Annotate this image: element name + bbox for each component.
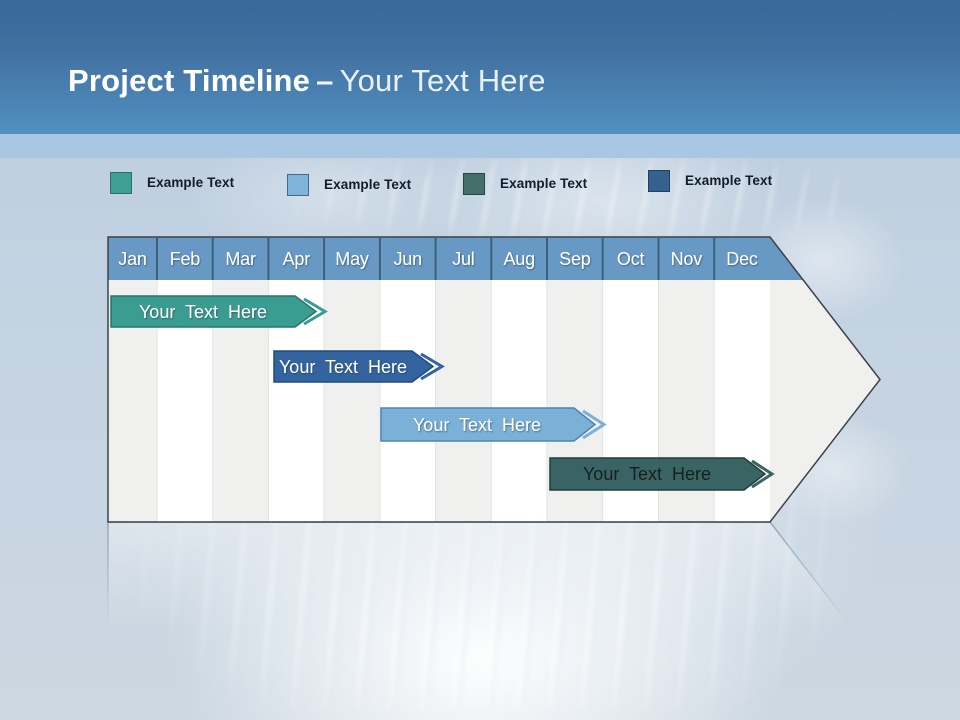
legend-label: Example Text [147,175,235,190]
month-label-jan: Jan [118,249,146,269]
task-bar-3-chevron [582,409,607,440]
legend-item-2[interactable]: Example Text [287,173,411,196]
chart-reflection [107,521,881,685]
month-label-nov: Nov [671,249,703,269]
month-label-mar: Mar [225,249,256,269]
title-bold-text: Project Timeline [68,63,311,98]
task-bar-3-label: Your Text Here [413,415,541,435]
month-label-sep: Sep [559,249,591,269]
task-bar-3[interactable]: Your Text Here [380,407,607,442]
legend-item-3[interactable]: Example Text [463,172,587,195]
title-placeholder-text: Your Text Here [339,63,546,98]
legend-item-4[interactable]: Example Text [648,169,772,192]
task-bar-1-shape[interactable] [110,295,318,328]
legend-swatch-darkblue [648,169,670,192]
task-bar-3-shape[interactable] [380,407,597,442]
task-bar-2-label: Your Text Here [279,357,407,377]
header-sub-band [0,134,960,158]
task-bar-4-label: Your Text Here [583,464,711,484]
month-label-may: May [335,249,369,269]
legend-label: Example Text [500,176,588,191]
task-bar-1-chevron [303,297,328,326]
month-header-band [108,237,880,280]
timeline-arrow-outline [107,236,881,523]
month-label-dec: Dec [726,249,758,269]
month-label-jun: Jun [393,249,421,269]
task-bar-2[interactable]: Your Text Here [273,350,445,383]
task-bar-4-shape[interactable] [549,457,767,491]
month-label-apr: Apr [283,249,311,269]
legend-label: Example Text [324,177,412,192]
title-separator: – [316,63,334,98]
task-bar-4-chevron [751,459,775,489]
timeline-chart: Jan Feb Mar Apr May Jun Jul Aug Sep Oct … [107,236,881,685]
task-bar-2-shape[interactable] [273,350,435,383]
task-bar-4[interactable]: Your Text Here [549,457,775,491]
legend-swatch-teal [110,171,132,194]
water-splash-decoration-top [280,155,840,240]
legend-swatch-lightblue [287,173,309,196]
month-header-dividers [156,238,716,280]
task-bar-1-label: Your Text Here [139,302,267,322]
task-bar-1[interactable]: Your Text Here [110,295,328,328]
task-bar-2-chevron [420,352,445,381]
month-label-feb: Feb [170,249,201,269]
month-label-oct: Oct [617,249,645,269]
month-label-jul: Jul [452,249,474,269]
header-band [0,0,960,134]
legend-label: Example Text [685,173,773,188]
page-title[interactable]: Project Timeline–Your Text Here [68,62,546,100]
legend-swatch-darkteal [463,172,485,195]
legend-item-1[interactable]: Example Text [110,171,234,194]
month-label-aug: Aug [503,249,534,269]
